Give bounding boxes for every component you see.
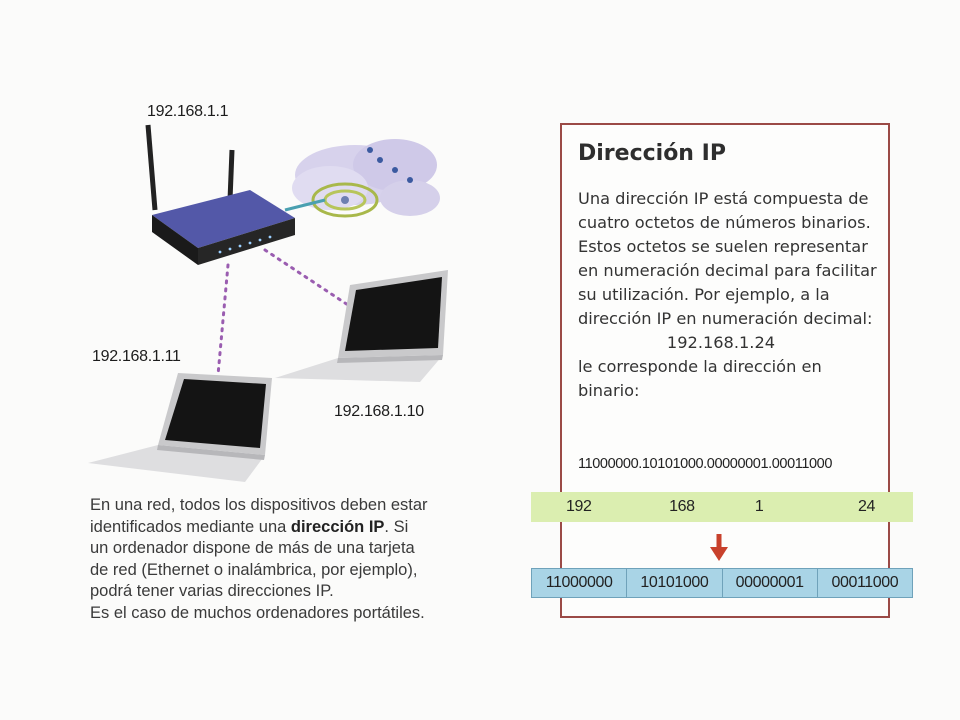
binary-octet: 00011000 <box>816 569 912 597</box>
network-illustration <box>88 124 448 482</box>
decimal-octet: 168 <box>669 498 695 515</box>
binary-octet: 10101000 <box>626 569 721 597</box>
laptop-right-ip-label: 192.168.1.10 <box>334 403 424 420</box>
binary-octets-row: 11000000 10101000 00000001 00011000 <box>531 568 913 598</box>
decimal-octet: 24 <box>858 498 875 515</box>
caption-text: En una red, todos los dispositivos deben… <box>90 495 430 624</box>
caption-part3: Es el caso de muchos ordenadores portáti… <box>90 603 425 622</box>
decimal-octet: 1 <box>754 498 764 515</box>
router-cable <box>284 198 326 212</box>
router-ip-label: 192.168.1.1 <box>147 103 229 120</box>
arrow-down-icon <box>710 534 728 561</box>
router-icon <box>145 124 295 265</box>
link-router-laptop-right <box>263 248 350 307</box>
decimal-octets-row: 192 168 1 24 <box>531 492 913 522</box>
caption-part2: . Si un ordenador dispone de más de una … <box>90 517 418 601</box>
box-paragraph-2: le corresponde la dirección en binario: <box>578 357 822 400</box>
laptop-right-icon <box>275 270 448 382</box>
box-paragraph: Una dirección IP está compuesta de cuatr… <box>578 187 878 403</box>
link-router-laptop-left <box>216 263 230 377</box>
decimal-octet: 192 <box>566 498 592 515</box>
ip-info-box: Dirección IP Una dirección IP está compu… <box>560 123 890 618</box>
laptop-left-icon <box>88 373 272 482</box>
internet-cloud-icon <box>292 139 440 218</box>
example-decimal: 192.168.1.24 <box>666 333 776 352</box>
binary-octet: 00000001 <box>721 569 817 597</box>
binary-octet: 11000000 <box>545 574 613 591</box>
example-binary: 11000000.10101000.00000001.00011000 <box>578 456 832 472</box>
caption-bold: dirección IP <box>290 517 385 536</box>
box-title: Dirección IP <box>578 141 726 166</box>
laptop-left-ip-label: 192.168.1.11 <box>92 348 181 365</box>
caption-part1: En una red, todos los dispositivos deben… <box>90 496 428 536</box>
box-paragraph-1: Una dirección IP está compuesta de cuatr… <box>578 189 877 328</box>
